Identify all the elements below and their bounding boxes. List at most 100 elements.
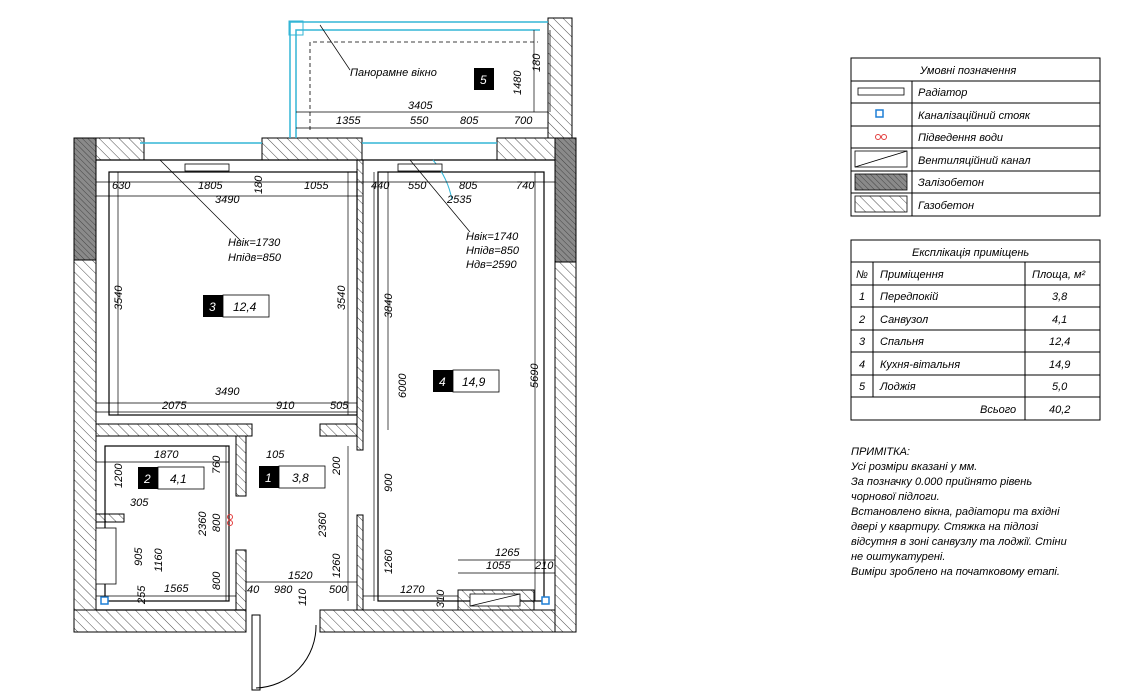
dim-kitchen-height: 1260 xyxy=(383,549,395,574)
dimension-lines xyxy=(96,24,555,601)
dim-bedroom-width: 3490 xyxy=(215,194,240,206)
dim-kitchen-bottom: 310 xyxy=(435,589,447,608)
reinforced-concrete-icon xyxy=(854,173,908,191)
kitchen-heights: Hдв=2590 xyxy=(466,259,518,271)
ventilation-duct-icon xyxy=(854,150,908,168)
dim-top: 630 xyxy=(112,180,131,192)
svg-text:3: 3 xyxy=(209,300,216,314)
dim-bath: 1160 xyxy=(153,547,165,572)
legend-label: Підведення води xyxy=(918,132,1003,144)
kitchen-heights: Hвік=1740 xyxy=(466,231,519,243)
row-area: 4,1 xyxy=(1052,314,1067,326)
dim-top: 440 xyxy=(371,180,390,192)
room-tag-5: 5 xyxy=(474,68,494,90)
dim-kitchen-height: 3840 xyxy=(383,293,395,318)
dim-bath: 905 xyxy=(133,547,145,566)
legend-table: Умовні позначення Радіатор Каналізаційни… xyxy=(850,57,1101,217)
dim-top: 550 xyxy=(408,180,427,192)
legend-label: Газобетон xyxy=(918,200,974,212)
dim-bath: 305 xyxy=(130,497,149,509)
dim-loggia-depth: 180 xyxy=(531,53,543,72)
room-outlines xyxy=(96,159,555,611)
dim-bath: 800 xyxy=(211,513,223,532)
total-label: Всього xyxy=(980,404,1016,416)
row-num: 2 xyxy=(858,314,865,326)
header-room: Приміщення xyxy=(880,269,944,281)
row-room: Лоджія xyxy=(879,381,916,393)
dim-hall: 105 xyxy=(266,449,285,461)
radiator-icon xyxy=(857,87,905,96)
legend-label: Радіатор xyxy=(918,87,967,99)
walls xyxy=(73,17,577,633)
dim-bedroom-bottom-part: 505 xyxy=(330,400,349,412)
note-block: ПРИМІТКА: Усі розміри вказані у мм. За п… xyxy=(851,445,1101,580)
note-line: двері у квартиру. Стяжка на підлозі xyxy=(851,521,1039,533)
note-line: За позначку 0.000 прийнято рівень xyxy=(851,476,1033,488)
dim-bedroom-bottom: 3490 xyxy=(215,386,240,398)
note-line: чорнової підлоги. xyxy=(851,491,940,503)
dim-kitchen-bottom: 1055 xyxy=(486,560,511,572)
dim-kitchen-height: 5690 xyxy=(529,363,541,388)
dim-hall: 500 xyxy=(329,584,348,596)
dim-hall: 980 xyxy=(274,584,293,596)
dim-bath: 800 xyxy=(211,571,223,590)
dim-top: 740 xyxy=(516,180,535,192)
panoramic-window-label: Панорамне вікно xyxy=(350,67,437,79)
dim-bath: 255 xyxy=(136,585,148,605)
dim-bedroom-height: 3540 xyxy=(113,285,125,310)
row-room: Передпокій xyxy=(880,291,938,303)
bedroom-heights: Hпідв=850 xyxy=(228,252,282,264)
dim-kitchen-bottom: 210 xyxy=(534,560,554,572)
dim-bath: 1870 xyxy=(154,449,179,461)
room-tag-4: 4 14,9 xyxy=(433,369,500,393)
svg-text:1: 1 xyxy=(265,471,272,485)
dim-top: 1055 xyxy=(304,180,329,192)
dim-kitchen-height: 6000 xyxy=(397,373,409,398)
water-supply-icon xyxy=(227,514,233,526)
dim-kitchen-bottom: 1270 xyxy=(400,584,425,596)
note-line: відсутня в зоні санвузлу та лоджії. Стін… xyxy=(851,536,1067,548)
room-tag-3: 3 12,4 xyxy=(203,294,270,318)
note-title: ПРИМІТКА: xyxy=(851,446,910,458)
explication-table: Експлікація приміщень № Приміщення Площа… xyxy=(850,239,1101,421)
note-line: не оштукатурені. xyxy=(851,551,946,563)
dim-kitchen-part: 2535 xyxy=(446,194,472,206)
dim-loggia-depth: 1480 xyxy=(512,70,524,95)
dim-top: 805 xyxy=(459,180,478,192)
legend-label: Залізобетон xyxy=(918,177,984,189)
dim-bath: 1565 xyxy=(164,583,189,595)
total-value: 40,2 xyxy=(1049,404,1070,416)
explication-title: Експлікація приміщень xyxy=(912,247,1029,259)
dim-hall: 40 xyxy=(247,584,260,596)
dim-hall: 110 xyxy=(297,588,309,606)
aerated-concrete-icon xyxy=(854,195,908,213)
bathtub xyxy=(95,527,117,585)
bedroom-heights: Hвік=1730 xyxy=(228,237,281,249)
dim-bath: 1200 xyxy=(113,463,125,488)
dim-hall-height: 1260 xyxy=(331,553,343,578)
row-room: Кухня-вітальня xyxy=(880,359,960,371)
dim-top: 1805 xyxy=(198,180,223,192)
row-area: 12,4 xyxy=(1049,336,1070,348)
dim-kitchen-height: 900 xyxy=(383,473,395,492)
reinforced-concrete-columns xyxy=(73,137,577,263)
dim-top: 180 xyxy=(253,175,265,194)
note-line: Встановлено вікна, радіатори та вхідні xyxy=(851,506,1060,518)
legend-label: Каналізаційний стояк xyxy=(918,110,1031,122)
note-line: Усі розміри вказані у мм. xyxy=(851,461,978,473)
dim-kitchen-bottom: 1265 xyxy=(495,547,520,559)
sewer-stack-icon xyxy=(100,596,550,605)
dim-loggia-part: 700 xyxy=(514,115,533,127)
legend-label: Вентиляційний канал xyxy=(918,155,1031,167)
svg-text:2: 2 xyxy=(143,472,151,486)
svg-text:4: 4 xyxy=(439,375,446,389)
dim-kitchen-height: 200 xyxy=(331,456,343,476)
dim-bath: 2360 xyxy=(197,511,209,537)
svg-text:3,8: 3,8 xyxy=(292,471,309,485)
legend-title: Умовні позначення xyxy=(919,65,1016,77)
row-num: 1 xyxy=(859,291,865,303)
dim-bedroom-height: 3540 xyxy=(336,285,348,310)
row-num: 5 xyxy=(859,381,866,393)
dim-loggia-part: 550 xyxy=(410,115,429,127)
